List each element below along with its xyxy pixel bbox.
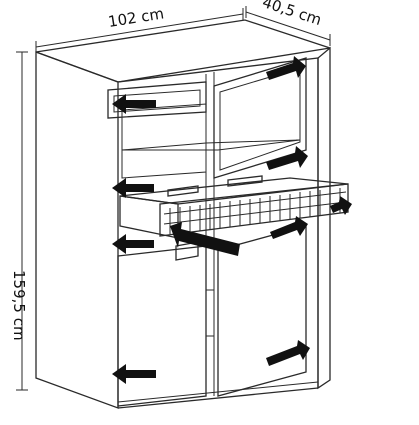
arrow-up-right-icon [266, 340, 310, 366]
drawer-lattice-pattern [163, 188, 347, 234]
width-dimension: 102 cm [35, 4, 244, 53]
drawer-handle-right [227, 175, 263, 187]
cabinet-body [35, 19, 331, 409]
lower-left-door [117, 245, 214, 407]
arrow-up-right-icon [330, 196, 352, 215]
height-label: 159,5 cm [10, 270, 28, 341]
drawer-lattice-front [159, 183, 349, 237]
depth-label: 40,5 cm [260, 0, 324, 29]
arrow-drawer-pull-icon [170, 222, 240, 256]
arrow-up-right-icon [270, 216, 308, 239]
arrow-left-icon [112, 178, 154, 198]
width-label: 102 cm [107, 4, 165, 31]
drawer [119, 177, 349, 239]
arrows [112, 56, 352, 384]
upper-left-glass-door [107, 81, 207, 119]
depth-dimension: 40,5 cm [245, 0, 331, 46]
glass-shelf [121, 139, 301, 151]
arrow-up-right-icon [266, 56, 306, 80]
arrow-left-icon [112, 94, 156, 114]
arrow-left-icon [112, 364, 156, 384]
arrow-left-icon [112, 234, 154, 254]
arrow-up-right-icon [266, 146, 308, 170]
height-dimension: 159,5 cm [10, 51, 28, 391]
drawer-handle-left [167, 185, 199, 197]
